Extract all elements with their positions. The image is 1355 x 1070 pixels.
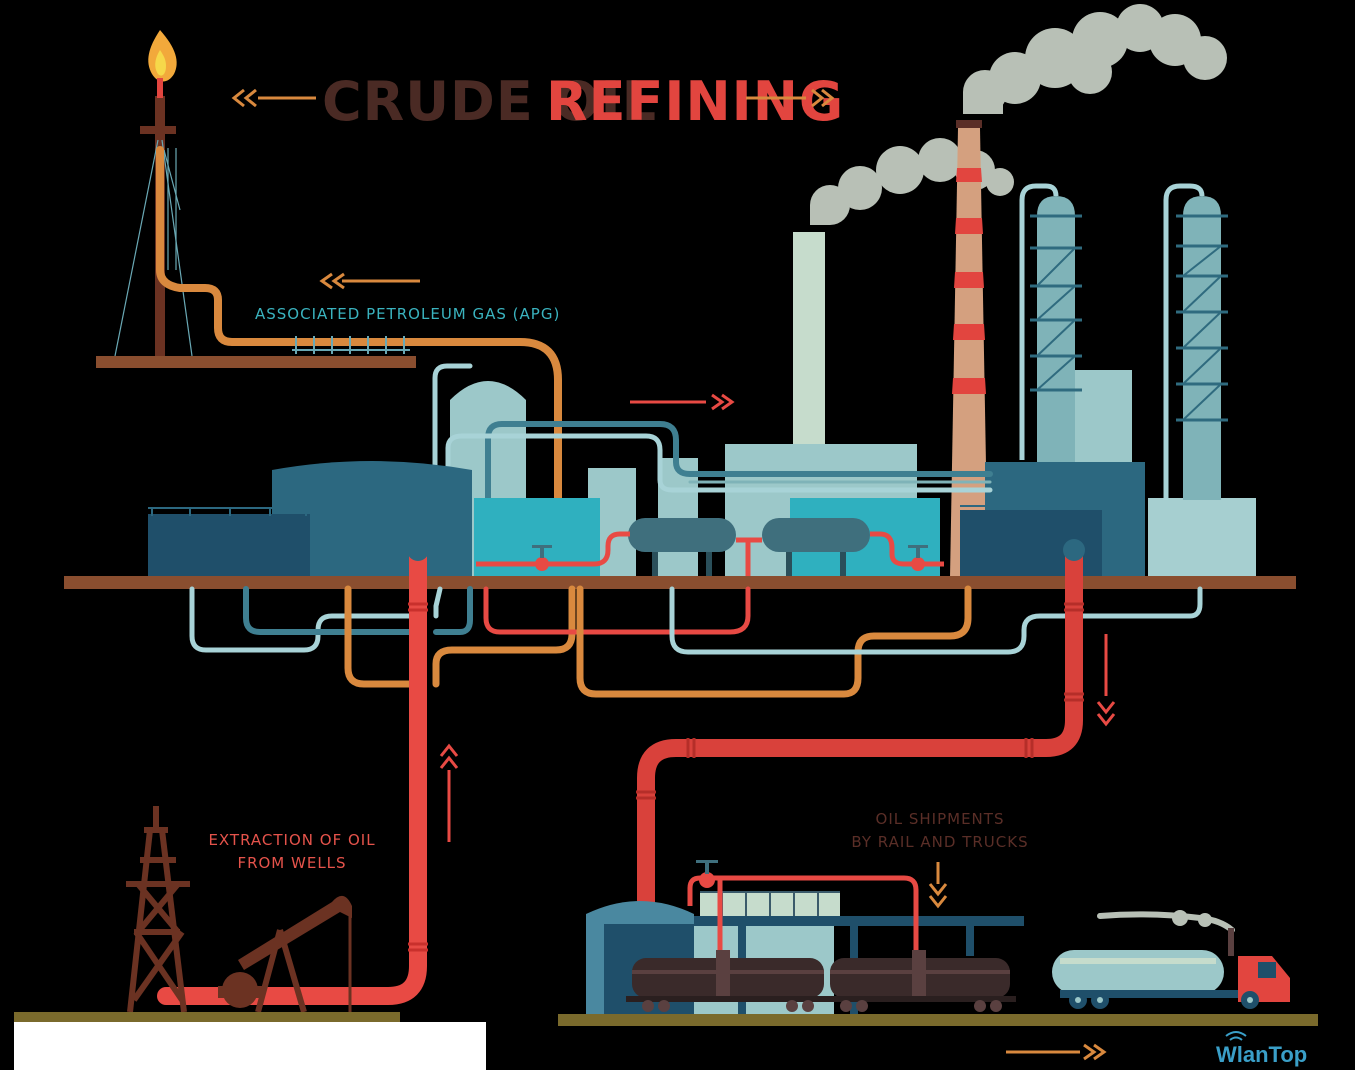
extraction-label-line1: EXTRACTION OF OIL — [208, 831, 375, 849]
shipments-down-arrow-icon — [928, 862, 948, 909]
apg-arrow-icon — [319, 272, 420, 290]
title-left-arrow-icon — [231, 88, 316, 108]
vessel-right — [762, 518, 870, 552]
shipments-label-line2: BY RAIL AND TRUCKS — [851, 833, 1028, 851]
upper-process-pipes — [432, 363, 993, 563]
rail-tank-car-2 — [826, 950, 1016, 1012]
shipments-label-line1: OIL SHIPMENTS — [876, 810, 1005, 828]
watermark-text: WlanTop — [1216, 1042, 1307, 1067]
oil-derrick — [126, 806, 190, 1013]
watermark-logo: WlanTop — [1216, 1031, 1307, 1067]
refinery-ground — [64, 576, 1296, 589]
underground-pipes — [189, 585, 1203, 698]
distillation-column-left — [1019, 183, 1082, 470]
smoke-cloud-large — [963, 4, 1227, 114]
valve-left-icon — [532, 545, 552, 571]
title-right-arrow-icon — [746, 88, 835, 108]
chimney — [950, 120, 988, 578]
distillation-column-right — [1163, 183, 1228, 500]
horizontal-vessels — [628, 518, 870, 578]
wifi-icon — [1225, 1031, 1247, 1041]
apg-label: ASSOCIATED PETROLEUM GAS (APG) — [255, 305, 560, 323]
title-part1: CRUDE OIL — [322, 70, 657, 133]
extraction-up-arrow-icon — [439, 743, 459, 842]
ground-right — [558, 1014, 1318, 1026]
shipment-pipe — [637, 541, 1083, 915]
refinery-flow-arrow-icon — [630, 393, 735, 411]
blank-panel — [14, 1022, 486, 1070]
smoke-cloud-small — [810, 138, 1014, 225]
vessel-left — [628, 518, 736, 552]
rail-tank-car-1 — [626, 950, 830, 1012]
title-group: CRUDE OIL REFINING — [231, 70, 844, 133]
ground-left — [14, 1012, 400, 1022]
extraction-pipe — [157, 541, 427, 1005]
shipment-down-arrow-icon — [1096, 634, 1116, 727]
valve-right-icon — [908, 545, 928, 571]
apg-pipe — [156, 146, 562, 504]
rect-tank-left — [148, 514, 310, 578]
apg-rails — [292, 336, 410, 354]
title-part2: REFINING — [546, 70, 844, 133]
tanker-truck — [1052, 910, 1290, 1009]
bottom-flow-arrow-icon — [1006, 1043, 1107, 1061]
loading-valve-icon — [696, 860, 718, 888]
pump-jack — [218, 895, 352, 1013]
extraction-label-line2: FROM WELLS — [237, 854, 346, 872]
